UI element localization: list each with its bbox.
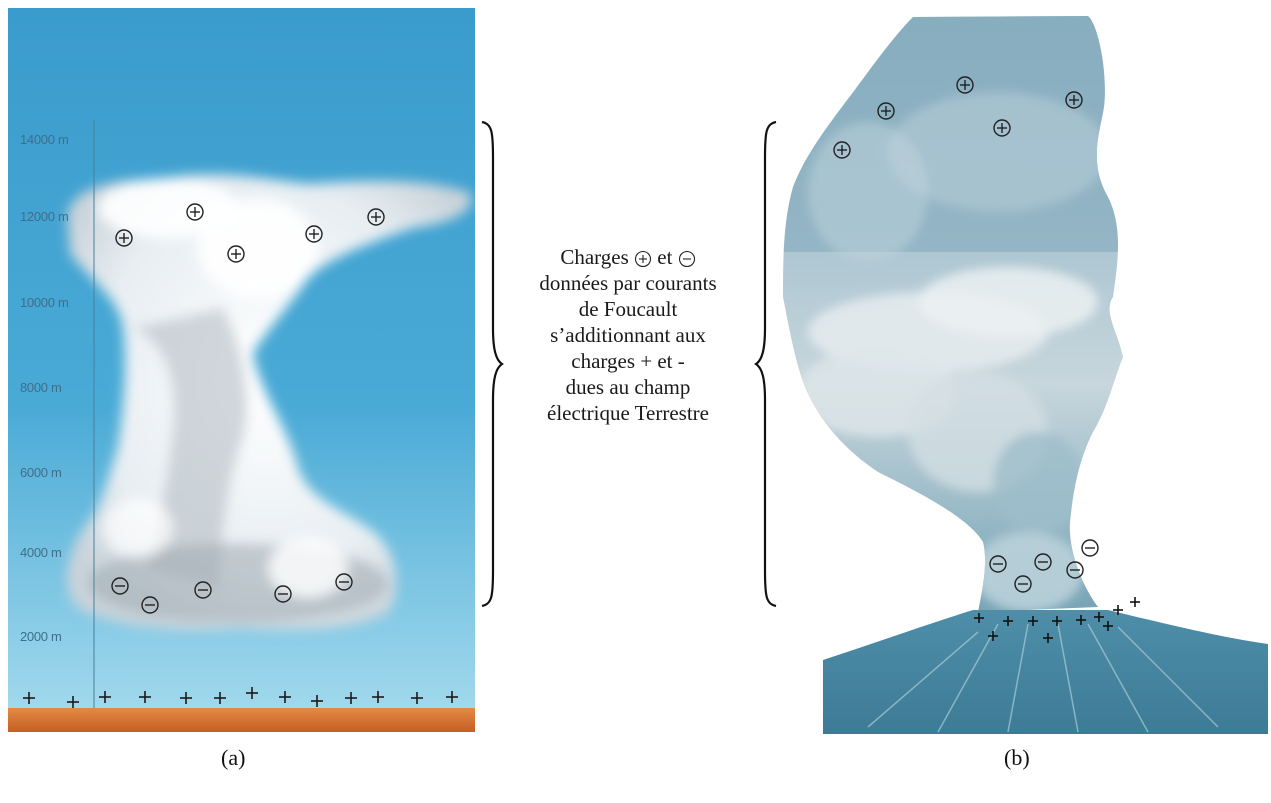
positive-charge-icon — [634, 250, 652, 268]
explanation-text: Charges et données par courants de Fouca… — [506, 244, 750, 426]
text-et: et — [657, 245, 672, 269]
plus-sign-icon — [1130, 597, 1140, 607]
text-line-6: dues au champ — [506, 374, 750, 400]
text-line-4: s’additionnant aux — [506, 322, 750, 348]
altitude-label: 6000 m — [20, 465, 62, 480]
altitude-label: 8000 m — [20, 380, 62, 395]
caption-b: (b) — [1004, 745, 1030, 771]
altitude-label: 14000 m — [20, 132, 69, 147]
caption-a: (a) — [221, 745, 245, 771]
text-line-7: électrique Terrestre — [506, 400, 750, 426]
volcanic-plume-panel — [778, 12, 1268, 737]
volcano-slope — [823, 610, 1268, 734]
left-curly-bracket — [476, 118, 506, 610]
text-line-5: charges + et - — [506, 348, 750, 374]
altitude-label: 10000 m — [20, 295, 69, 310]
thundercloud-panel: 14000 m 12000 m 10000 m 8000 m 6000 m 40… — [8, 8, 475, 732]
altitude-label: 2000 m — [20, 629, 62, 644]
ground — [8, 708, 475, 732]
negative-charge-icon — [1082, 540, 1098, 556]
ash-plume — [778, 12, 1268, 632]
text-line-2: données par courants — [506, 270, 750, 296]
text-line-3: de Foucault — [506, 296, 750, 322]
altitude-label: 12000 m — [20, 209, 69, 224]
altitude-label: 4000 m — [20, 545, 62, 560]
text-charges: Charges — [560, 245, 628, 269]
negative-charge-icon — [678, 250, 696, 268]
text-line-1: Charges et — [506, 244, 750, 270]
thundercloud-illustration — [8, 8, 475, 732]
volcanic-plume-photo — [778, 12, 1268, 737]
